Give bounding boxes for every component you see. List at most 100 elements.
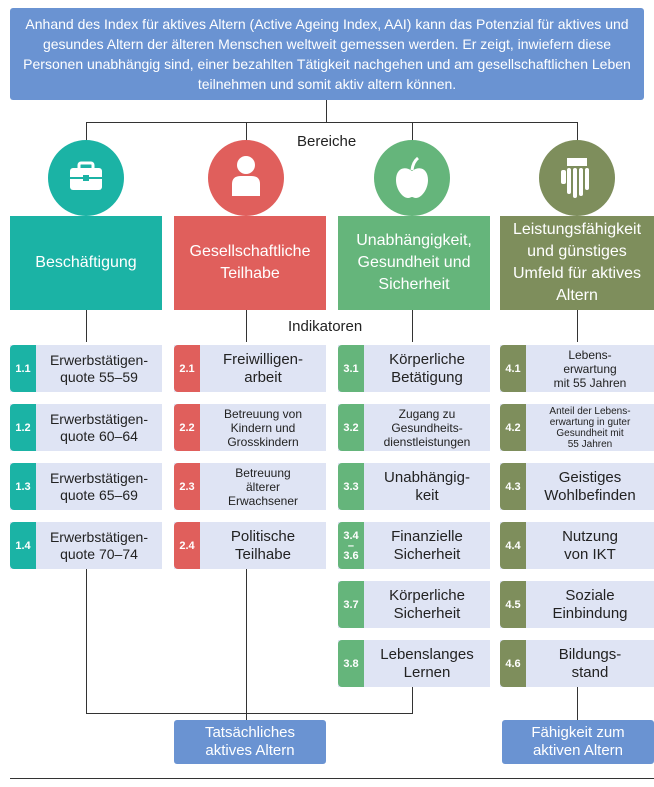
connector-top-horizontal <box>86 122 577 123</box>
connector-col1-bottom <box>86 569 87 713</box>
indicator-label: Erwerbstätigen- quote 60–64 <box>49 410 149 444</box>
indicator-label: Körperliche Sicherheit <box>389 586 465 622</box>
indicator-number: 4.3 <box>500 463 526 510</box>
label-indikatoren: Indikatoren <box>284 318 367 335</box>
connector-col1-top <box>86 122 87 144</box>
indicator-label: Erwerbstätigen- quote 70–74 <box>49 528 149 562</box>
connector-col3-mid <box>412 310 413 342</box>
intro-box: Anhand des Index für aktives Altern (Act… <box>10 8 644 100</box>
domain-label: Gesellschaftliche Teilhabe <box>189 243 311 282</box>
indicator-number: 4.4 <box>500 522 526 569</box>
indicator-label: Erwerbstätigen- quote 55–59 <box>49 351 149 385</box>
indicator-number: 2.1 <box>174 345 200 392</box>
indicator-number: 4.5 <box>500 581 526 628</box>
indicator-1-2: 1.2 Erwerbstätigen- quote 60–64 <box>10 404 162 451</box>
connector-col1-mid <box>86 310 87 342</box>
circle-briefcase <box>48 140 124 216</box>
indicator-4-2: 4.2 Anteil der Lebens- erwartung in gute… <box>500 404 654 451</box>
indicator-label: Erwerbstätigen- quote 65–69 <box>49 469 149 503</box>
connector-left-outcome <box>246 713 247 720</box>
indicator-4-4: 4.4 Nutzung von IKT <box>500 522 654 569</box>
domain-label: Beschäftigung <box>35 254 137 271</box>
indicator-4-3: 4.3 Geistiges Wohlbefinden <box>500 463 654 510</box>
indicator-label: Geistiges Wohlbefinden <box>544 468 636 504</box>
domain-label: Unabhängigkeit, Gesundheit und Sicherhei… <box>356 232 472 293</box>
connector-col2-mid <box>246 310 247 342</box>
indicator-label: Lebenslanges Lernen <box>380 645 474 681</box>
connector-col4-mid <box>577 310 578 342</box>
indicator-number: 3.1 <box>338 345 364 392</box>
outcome-label: Fähigkeit zum aktiven Altern <box>531 724 625 759</box>
indicator-label: Bildungs- stand <box>558 645 622 681</box>
indicator-label: Zugang zu Gesundheits- dienstleistungen <box>383 406 471 449</box>
indicator-number: 4.2 <box>500 404 526 451</box>
connector-col2-bottom <box>246 569 247 713</box>
indicator-label: Freiwilligen- arbeit <box>222 350 304 386</box>
connector-col3-bottom <box>412 687 413 713</box>
circle-apple <box>374 140 450 216</box>
connector-col3-top <box>412 122 413 144</box>
indicator-3-3: 3.3 Unabhängig- keit <box>338 463 490 510</box>
connector-col4-top <box>577 122 578 144</box>
hand-icon <box>561 158 589 198</box>
indicator-3-7: 3.7 Körperliche Sicherheit <box>338 581 490 628</box>
indicator-label: Finanzielle Sicherheit <box>391 527 463 563</box>
outcome-label: Tatsächliches aktives Altern <box>204 724 296 759</box>
indicator-number: 2.4 <box>174 522 200 569</box>
indicator-number: 2.3 <box>174 463 200 510</box>
indicator-number: 4.6 <box>500 640 526 687</box>
footer-rule <box>10 778 654 779</box>
indicator-number: 1.4 <box>10 522 36 569</box>
indicator-label: Unabhängig- keit <box>384 468 470 504</box>
domain-label: Leistungsfähigkeit und günstiges Umfeld … <box>512 221 642 304</box>
briefcase-icon <box>70 161 102 190</box>
circle-hand <box>539 140 615 216</box>
circle-person <box>208 140 284 216</box>
indicator-2-2: 2.2 Betreuung von Kindern und Grosskinde… <box>174 404 326 451</box>
indicator-number: 3.4 – 3.6 <box>338 522 364 569</box>
person-icon <box>232 156 260 196</box>
domain-beschaeftigung: Beschäftigung <box>10 216 162 310</box>
indicator-label: Anteil der Lebens- erwartung in guter Ge… <box>549 405 631 450</box>
indicator-label: Betreuung älterer Erwachsener <box>227 465 299 508</box>
indicator-number: 2.2 <box>174 404 200 451</box>
indicator-label: Lebens- erwartung mit 55 Jahren <box>553 347 627 390</box>
indicator-number: 1.1 <box>10 345 36 392</box>
indicator-4-6: 4.6 Bildungs- stand <box>500 640 654 687</box>
indicator-1-1: 1.1 Erwerbstätigen- quote 55–59 <box>10 345 162 392</box>
indicator-number: 1.3 <box>10 463 36 510</box>
indicator-4-5: 4.5 Soziale Einbindung <box>500 581 654 628</box>
indicator-label: Soziale Einbindung <box>552 586 628 622</box>
indicator-label: Betreuung von Kindern und Grosskindern <box>223 406 303 449</box>
outcome-capacity-active-ageing: Fähigkeit zum aktiven Altern <box>502 720 654 764</box>
indicator-2-4: 2.4 Politische Teilhabe <box>174 522 326 569</box>
indicator-label: Nutzung von IKT <box>562 527 618 563</box>
outcome-actual-active-ageing: Tatsächliches aktives Altern <box>174 720 326 764</box>
indicator-1-4: 1.4 Erwerbstätigen- quote 70–74 <box>10 522 162 569</box>
indicator-4-1: 4.1 Lebens- erwartung mit 55 Jahren <box>500 345 654 392</box>
indicator-number: 3.3 <box>338 463 364 510</box>
indicator-3-8: 3.8 Lebenslanges Lernen <box>338 640 490 687</box>
domain-leistungsfaehigkeit: Leistungsfähigkeit und günstiges Umfeld … <box>500 216 654 310</box>
indicator-1-3: 1.3 Erwerbstätigen- quote 65–69 <box>10 463 162 510</box>
indicator-number: 3.2 <box>338 404 364 451</box>
indicator-number: 3.8 <box>338 640 364 687</box>
connector-intro-down <box>326 100 327 122</box>
domain-gesellschaftliche-teilhabe: Gesellschaftliche Teilhabe <box>174 216 326 310</box>
indicator-2-1: 2.1 Freiwilligen- arbeit <box>174 345 326 392</box>
connector-left-horizontal <box>86 713 413 714</box>
label-bereiche: Bereiche <box>293 133 361 150</box>
indicator-number: 1.2 <box>10 404 36 451</box>
indicator-number: 3.7 <box>338 581 364 628</box>
indicator-number: 4.1 <box>500 345 526 392</box>
domain-unabhaengigkeit: Unabhängigkeit, Gesundheit und Sicherhei… <box>338 216 490 310</box>
intro-text: Anhand des Index für aktives Altern (Act… <box>23 16 631 92</box>
connector-col4-bottom <box>577 687 578 720</box>
indicator-label: Körperliche Betätigung <box>389 350 465 386</box>
indicator-3-2: 3.2 Zugang zu Gesundheits- dienstleistun… <box>338 404 490 451</box>
indicator-2-3: 2.3 Betreuung älterer Erwachsener <box>174 463 326 510</box>
indicator-3-4-3-6: 3.4 – 3.6 Finanzielle Sicherheit <box>338 522 490 569</box>
indicator-label: Politische Teilhabe <box>230 527 296 563</box>
connector-col2-top <box>246 122 247 144</box>
apple-icon <box>396 156 428 198</box>
